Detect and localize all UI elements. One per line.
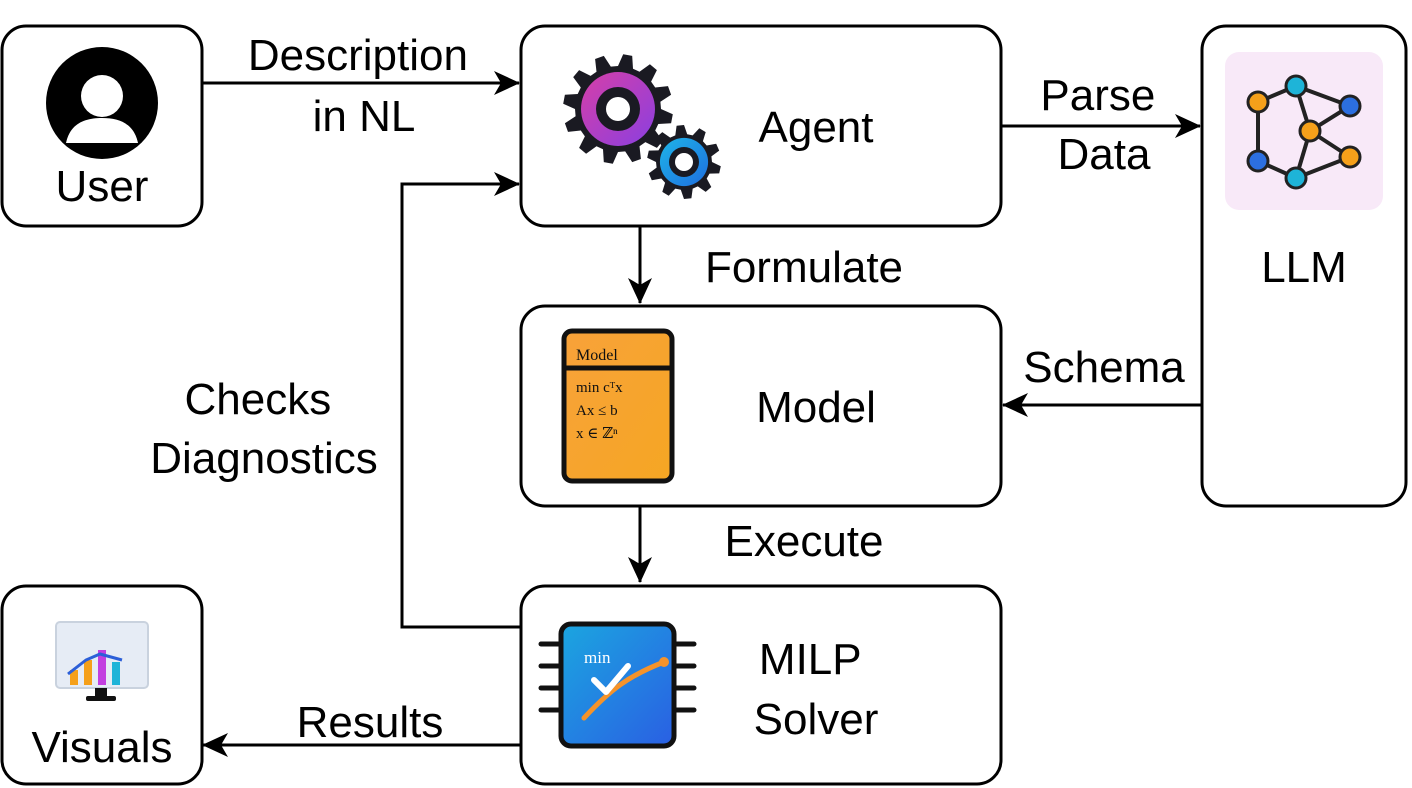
label-execute: Execute <box>725 517 884 566</box>
label-formulate: Formulate <box>705 243 903 292</box>
edge-solver-feedback-to-agent <box>400 172 520 629</box>
model-document-icon: Model min cᵀx Ax ≤ b x ∈ ℤⁿ <box>561 328 675 484</box>
node-user: User <box>0 24 204 228</box>
label-results: Results <box>297 698 444 747</box>
gears-icon <box>563 54 721 199</box>
node-visuals-label: Visuals <box>31 723 172 772</box>
neural-network-icon <box>1225 52 1383 210</box>
node-model-label: Model <box>756 383 876 432</box>
svg-text:min cᵀx: min cᵀx <box>576 380 623 396</box>
node-solver: min MILP Solver <box>519 584 1003 786</box>
node-user-label: User <box>56 162 149 211</box>
node-model: Model min cᵀx Ax ≤ b x ∈ ℤⁿ Model <box>519 304 1003 508</box>
node-agent-label: Agent <box>759 103 874 152</box>
node-visuals: Visuals <box>0 584 204 786</box>
node-agent: Agent <box>519 24 1003 228</box>
node-solver-label: MILP Solver <box>754 635 879 744</box>
label-schema: Schema <box>1023 343 1185 392</box>
svg-text:Model: Model <box>576 347 618 364</box>
solver-chip-icon: min <box>538 621 697 749</box>
svg-text:Ax ≤ b: Ax ≤ b <box>576 403 618 419</box>
user-avatar-icon <box>46 47 158 159</box>
label-parse-data: Parse Data <box>1040 71 1167 179</box>
monitor-chart-icon <box>55 621 149 701</box>
node-llm: LLM <box>1200 24 1408 508</box>
label-description: Description in NL <box>248 31 480 141</box>
svg-text:min: min <box>584 648 611 667</box>
svg-text:x ∈ ℤⁿ: x ∈ ℤⁿ <box>576 426 618 442</box>
node-llm-label: LLM <box>1261 243 1347 292</box>
label-checks-diagnostics: Checks Diagnostics <box>150 375 377 483</box>
